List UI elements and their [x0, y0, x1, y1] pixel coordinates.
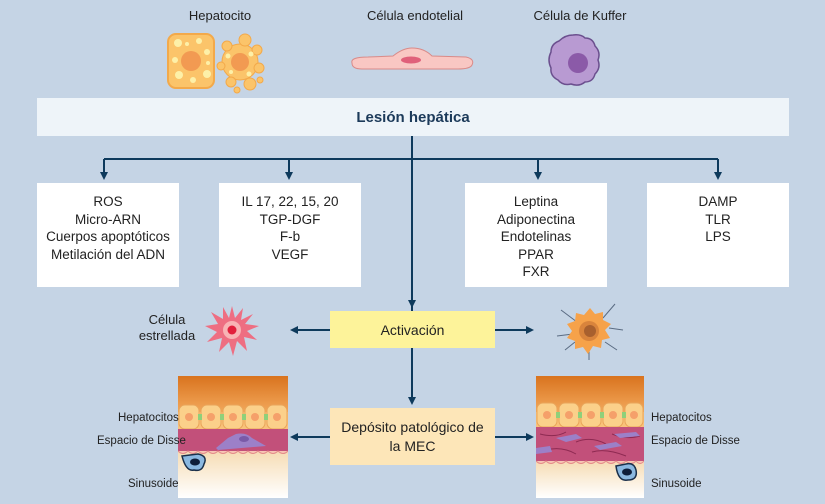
mediator-item: Cuerpos apoptóticos — [46, 229, 170, 244]
activated-stellate-cell-icon — [556, 303, 624, 360]
mediator-item: Metilación del ADN — [50, 246, 166, 262]
left-hepatocytes-label: Hepatocitos — [118, 412, 179, 424]
kupffer-cell-label: Célula de Kuffer — [533, 8, 627, 23]
mediator-item: TLR — [705, 211, 731, 227]
mediator-box-1: ROS Micro-ARN Cuerpos apoptóticos Metila… — [37, 183, 179, 287]
left-disse-space-label: Espacio de Disse — [97, 435, 186, 447]
mediator-item: Endotelinas — [500, 229, 572, 244]
endothelial-cell-label: Célula endotelial — [366, 8, 464, 23]
ecm-deposit-box: Depósito patológico de la MEC — [330, 408, 495, 465]
liver-injury-title: Lesión hepática — [356, 108, 470, 126]
right-sinusoid-label: Sinusoide — [651, 478, 702, 490]
right-hepatocytes-label: Hepatocitos — [651, 412, 712, 424]
right-disse-space-label: Espacio de Disse — [651, 435, 740, 447]
mediator-box-4: DAMP TLR LPS — [647, 183, 789, 287]
mediator-item: Adiponectina — [496, 211, 576, 227]
ecm-deposit-label: Depósito patológico de la MEC — [341, 418, 484, 454]
fibrotic-liver-tissue-illustration — [536, 376, 644, 498]
mediator-item: LPS — [705, 229, 731, 244]
mediator-box-2: IL 17, 22, 15, 20 TGP-DGF F-b VEGF — [219, 183, 361, 287]
mediator-item: DAMP — [698, 194, 738, 209]
mediator-item: ROS — [93, 194, 123, 209]
stellate-cell-icon — [205, 306, 259, 356]
normal-liver-tissue-illustration — [178, 376, 288, 498]
hepatocyte-icon — [167, 33, 265, 94]
mediator-item: Leptina — [513, 194, 559, 209]
kupffer-cell-icon — [548, 34, 600, 86]
mediator-item: IL 17, 22, 15, 20 — [241, 194, 339, 209]
mediator-item: FXR — [522, 264, 550, 279]
mediator-box-3: Leptina Adiponectina Endotelinas PPAR FX… — [465, 183, 607, 287]
hepatocyte-label: Hepatocito — [188, 8, 252, 23]
activation-box: Activación — [330, 311, 495, 348]
mediator-item: F-b — [279, 229, 301, 244]
endothelial-cell-icon — [351, 47, 474, 70]
stellate-cell-label: Célula estrellada — [138, 312, 196, 343]
mediator-item: VEGF — [271, 246, 309, 262]
mediator-item: PPAR — [518, 246, 554, 262]
liver-injury-banner: Lesión hepática — [37, 98, 789, 136]
activation-label: Activación — [380, 321, 445, 338]
mediator-item: Micro-ARN — [75, 211, 141, 227]
left-sinusoid-label: Sinusoide — [128, 478, 179, 490]
mediator-item: TGP-DGF — [259, 211, 321, 227]
